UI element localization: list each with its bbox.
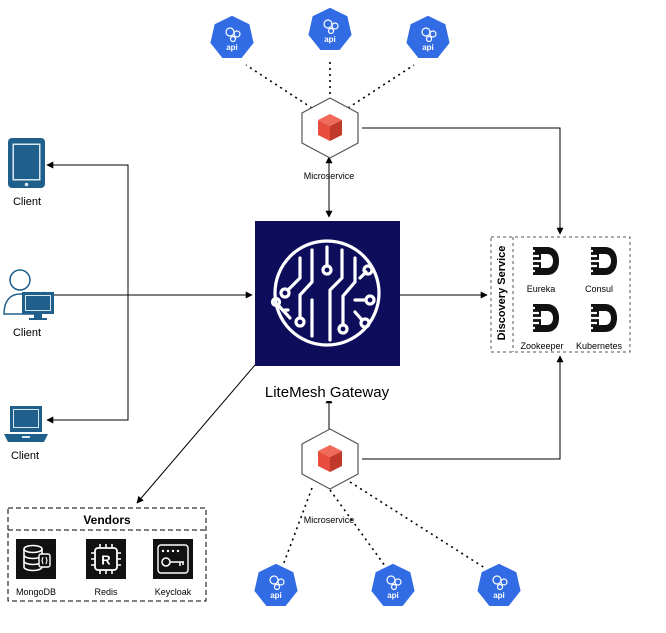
api-gear-icon <box>386 575 402 591</box>
discovery-service-icon <box>527 247 559 275</box>
vendor-keycloak-label: Keycloak <box>154 587 192 597</box>
api-gear-icon <box>225 27 241 43</box>
edge-ms-top-api-1 <box>245 64 313 109</box>
edge-microservice-bottom-discovery <box>362 355 564 460</box>
laptop-icon <box>4 406 48 442</box>
microservice-top[interactable] <box>301 97 359 159</box>
vendor-mongodb-label: MongoDB <box>15 587 57 597</box>
gateway-node[interactable] <box>255 221 400 366</box>
edge-gateway-client-top <box>46 161 250 296</box>
microservice-top-label: Microservice <box>303 171 355 181</box>
discovery-consul-label: Consul <box>584 284 614 294</box>
discovery-service[interactable] <box>490 236 631 353</box>
gateway-label: LiteMesh Gateway <box>262 384 392 401</box>
api-badge-label: api <box>493 591 505 600</box>
edge-ms-top-api-3 <box>347 64 415 109</box>
api-badge-label: api <box>387 591 399 600</box>
circuit-brain-icon <box>270 239 381 347</box>
discovery-eureka-label: Eureka <box>526 284 556 294</box>
api-badge-label: api <box>226 43 238 52</box>
client-label-mid: Client <box>12 327 42 339</box>
api-badge[interactable]: api <box>404 14 452 60</box>
discovery-zookeeper-label: Zookeeper <box>520 341 564 351</box>
tablet-icon <box>8 138 45 188</box>
api-badge[interactable]: api <box>252 562 300 608</box>
database-icon <box>16 539 56 579</box>
cube-icon <box>318 114 342 141</box>
connectors <box>37 62 564 571</box>
client-label-top: Client <box>12 196 42 208</box>
cube-icon <box>318 445 342 472</box>
api-gear-icon <box>323 19 339 35</box>
key-icon <box>153 539 193 579</box>
client-user-desktop[interactable] <box>3 269 54 320</box>
api-gear-icon <box>269 575 285 591</box>
api-badge-label: api <box>270 591 282 600</box>
api-badge[interactable]: api <box>475 562 523 608</box>
user-desktop-icon <box>3 269 54 320</box>
discovery-kubernetes-label: Kubernetes <box>575 341 623 351</box>
edge-microservice-top-discovery <box>362 127 564 235</box>
edge-ms-bottom-api-3 <box>349 481 489 571</box>
discovery-title: Discovery Service <box>496 245 508 341</box>
api-gear-icon <box>492 575 508 591</box>
discovery-service-icon <box>585 304 617 332</box>
edge-ms-bottom-api-2 <box>329 489 389 571</box>
redis-icon: R <box>86 539 126 579</box>
client-laptop[interactable] <box>4 406 48 442</box>
edge-ms-bottom-api-1 <box>281 487 313 569</box>
api-gear-icon <box>421 27 437 43</box>
api-badge[interactable]: api <box>306 6 354 52</box>
microservice-bottom-label: Microservice <box>303 515 355 525</box>
svg-text:R: R <box>101 553 111 568</box>
microservice-bottom[interactable] <box>301 428 359 490</box>
edge-gateway-vendors <box>136 364 256 504</box>
discovery-service-icon <box>585 247 617 275</box>
client-label-bottom: Client <box>10 450 40 462</box>
client-tablet[interactable] <box>8 138 45 188</box>
api-badge-label: api <box>324 35 336 44</box>
edge-gateway-client-bottom <box>46 295 129 424</box>
vendors-box[interactable]: R <box>7 507 207 602</box>
api-badge[interactable]: api <box>208 14 256 60</box>
api-badge-label: api <box>422 43 434 52</box>
api-badge[interactable]: api <box>369 562 417 608</box>
vendor-redis-label: Redis <box>94 587 118 597</box>
vendors-title: Vendors <box>83 513 131 527</box>
discovery-icons <box>527 247 617 332</box>
discovery-service-icon <box>527 304 559 332</box>
api-badges: api api api api api api <box>208 6 523 608</box>
